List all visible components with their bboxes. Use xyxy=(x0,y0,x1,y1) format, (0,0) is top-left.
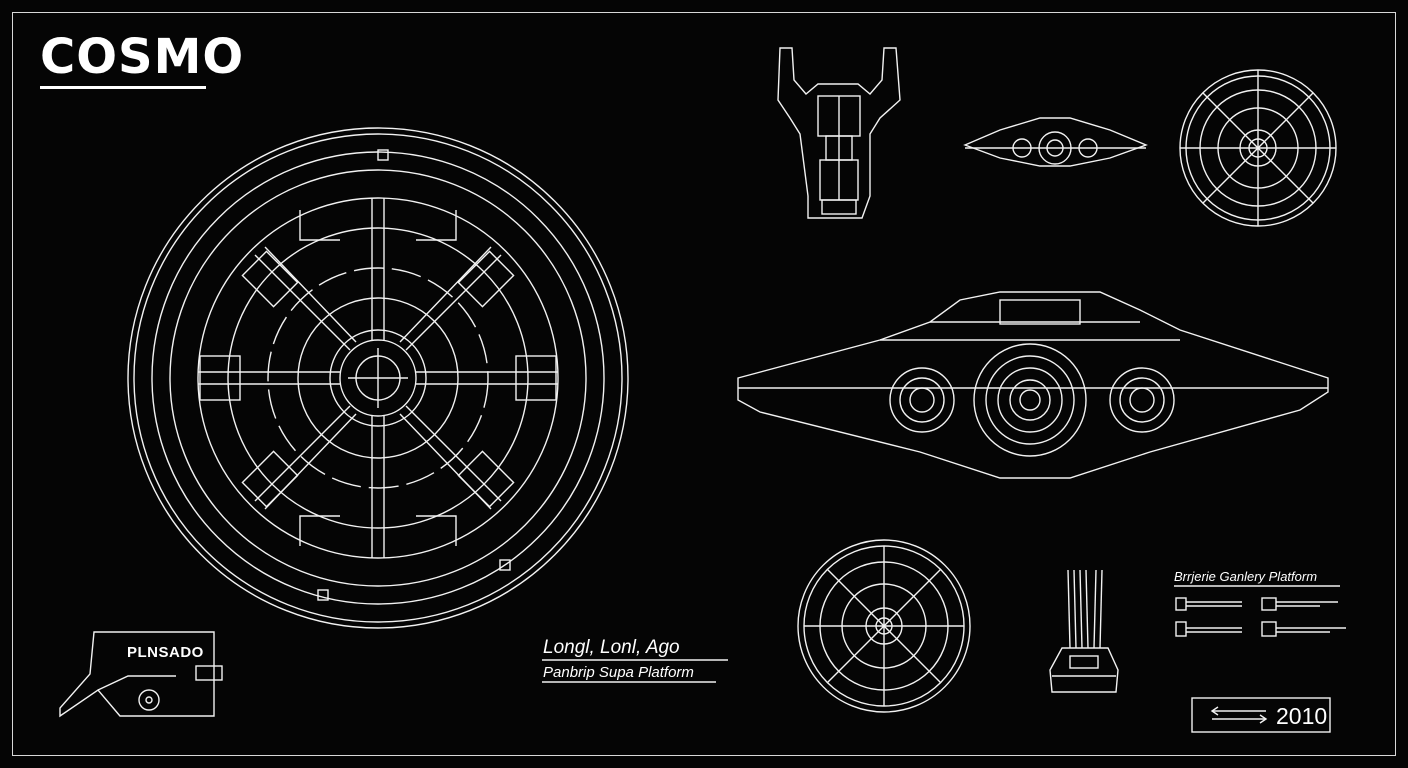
year-box-frame xyxy=(1191,697,1331,733)
ship-top-view xyxy=(777,47,901,219)
caption-line-1: Longl, Lonl, Ago xyxy=(543,637,680,658)
ship-side-view-large xyxy=(737,291,1329,479)
station-top-plan xyxy=(127,127,629,629)
tower-elevation xyxy=(1049,569,1119,693)
nameplate-label: PLNSADO xyxy=(127,644,204,661)
station-small-top xyxy=(1179,69,1337,227)
platform-details xyxy=(1174,585,1346,637)
station-small-bottom xyxy=(797,539,971,713)
side-caption: Brrjerie Ganlery Platform xyxy=(1174,569,1318,584)
page-title: COSMO xyxy=(40,29,245,85)
ship-side-view-small xyxy=(963,117,1148,167)
blueprint-frame xyxy=(12,12,1396,756)
double-arrow-icon xyxy=(1210,706,1268,724)
year-label: 2010 xyxy=(1276,703,1328,729)
title-underline xyxy=(40,86,206,89)
caption-line-2: Panbrip Supa Platform xyxy=(543,664,694,681)
nameplate-drawing xyxy=(59,631,223,718)
